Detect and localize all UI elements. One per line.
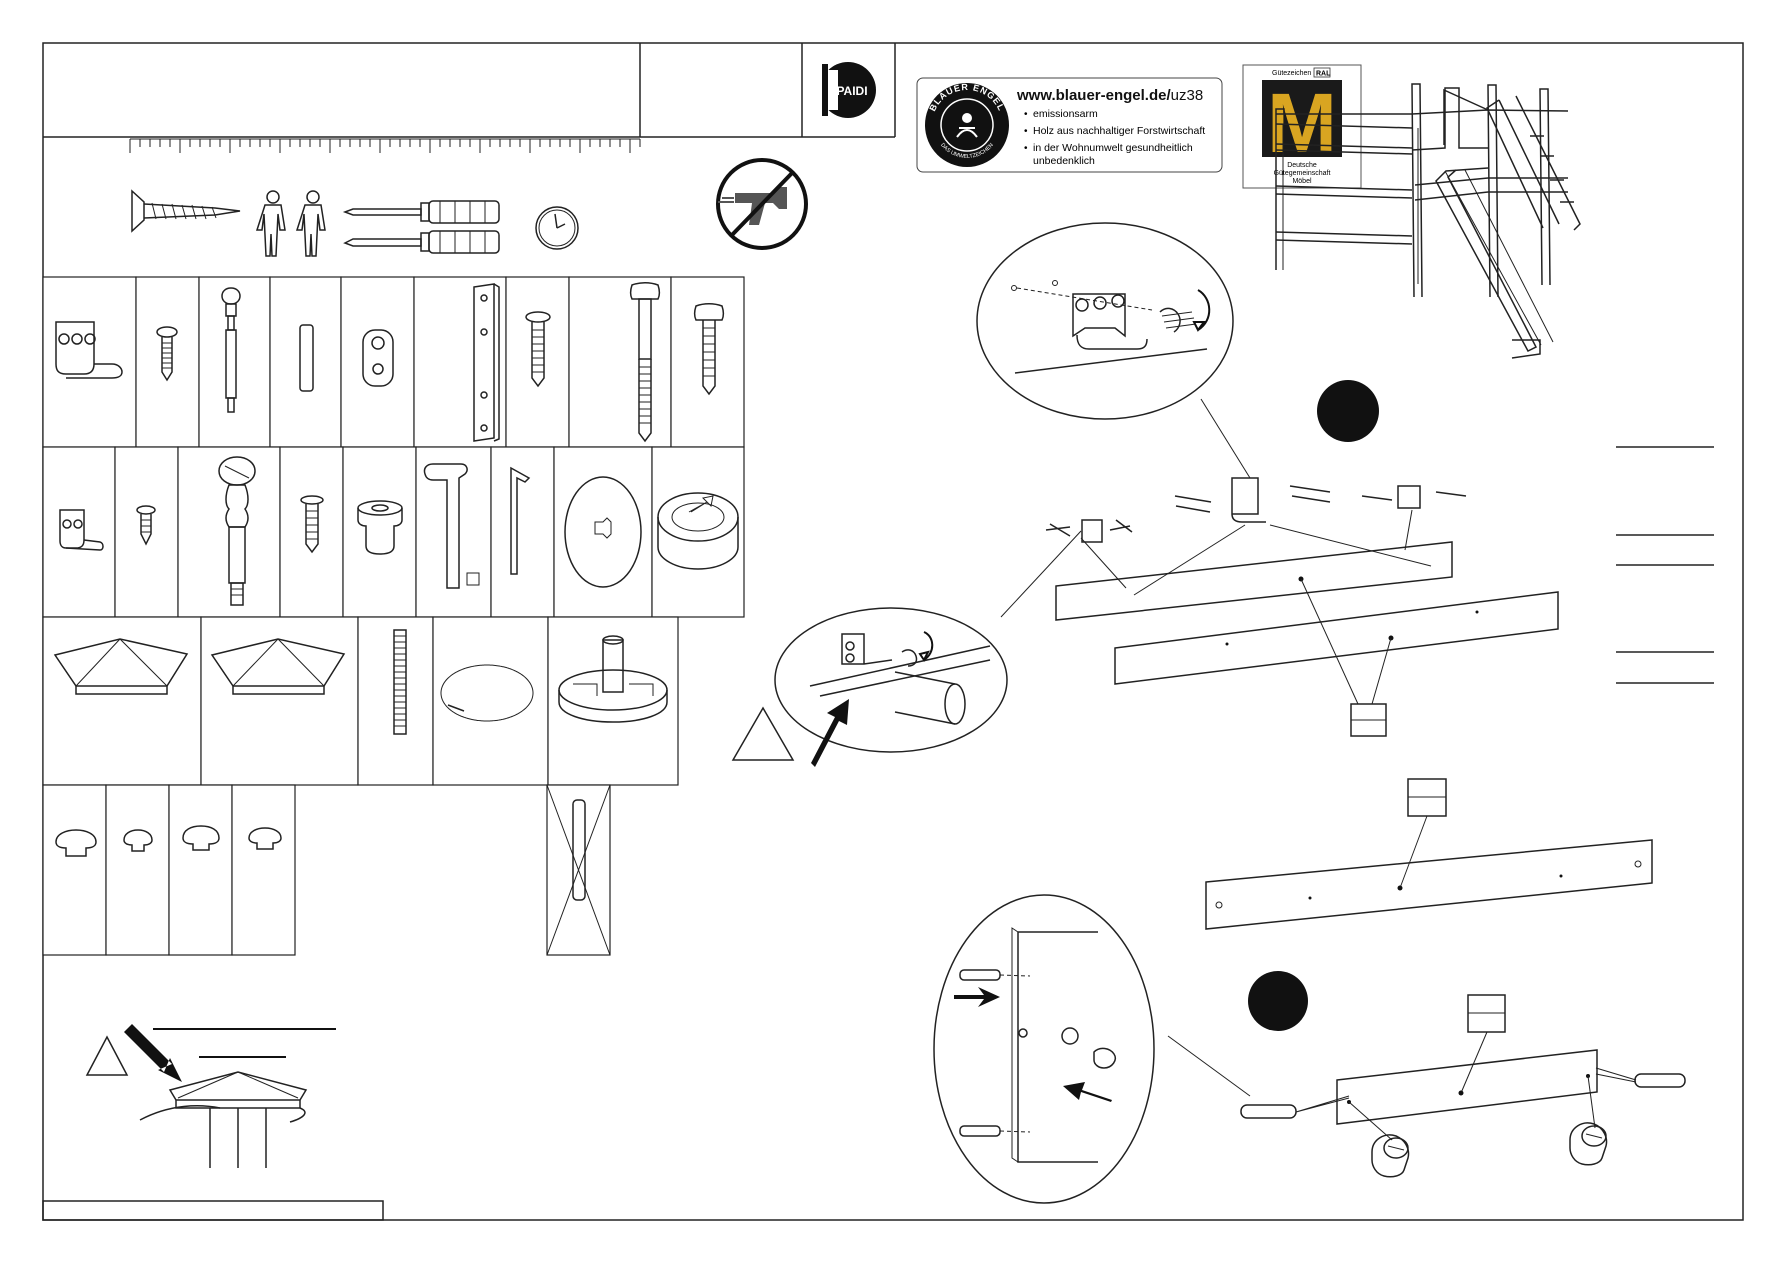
threaded-insert-part	[357, 500, 403, 555]
round-head-screw-part	[693, 303, 725, 396]
wire-loop-part	[440, 664, 534, 722]
pyramid-cap-part-2	[210, 638, 346, 695]
long-bolt-part	[629, 282, 661, 443]
board-1	[1055, 541, 1453, 621]
cam-bolt-part	[221, 287, 241, 413]
board-3	[1205, 839, 1653, 930]
cam-connector-part	[657, 492, 739, 570]
plug-part-3	[182, 825, 220, 851]
board-4	[1336, 1049, 1598, 1125]
parts-grid	[42, 276, 745, 956]
ral-top-left: Gütezeichen	[1272, 70, 1311, 77]
cam-lock-right	[1569, 1122, 1608, 1166]
loft-bed-with-slide-illustration	[1275, 83, 1581, 359]
detail-bracket-rail	[774, 607, 1008, 753]
flat-screwdriver-icon	[343, 230, 500, 254]
arrow-icon	[811, 699, 849, 767]
brackets-and-screws-row	[1045, 477, 1467, 543]
step-marker-1	[1317, 380, 1379, 442]
warning-triangle-icon	[731, 706, 795, 761]
eco-url: www.blauer-engel.de/	[1016, 87, 1171, 104]
two-persons-icon	[255, 190, 326, 257]
connector-plate-part	[473, 283, 500, 442]
large-allen-key-part	[423, 463, 480, 589]
clock-icon	[535, 206, 579, 250]
plug-part-1	[55, 829, 97, 857]
round-cover-disc-part	[564, 476, 642, 588]
bracket-part	[55, 321, 123, 379]
detail-bracket-screw-top	[976, 222, 1234, 420]
phillips-screwdriver-icon	[342, 200, 500, 224]
ruler	[129, 138, 641, 153]
small-allen-key-part	[510, 466, 531, 575]
logo-text: PAIDI	[836, 84, 867, 98]
eco-url-code: uz38	[1171, 87, 1204, 104]
right-margin-lines	[1616, 446, 1714, 684]
dowel-left	[1240, 1104, 1297, 1119]
crossed-out-pin-part	[546, 784, 611, 956]
blauer-engel-label: BLAUER ENGEL DAS UMWELTZEICHEN www.blaue…	[916, 77, 1223, 173]
dowel-right	[1634, 1073, 1686, 1088]
dowel-part	[299, 324, 314, 392]
title-block	[43, 43, 896, 138]
plug-part-2	[123, 829, 153, 852]
eco-bullet-1: emissionsarm	[1033, 108, 1098, 120]
ral-top-right: RAL	[1316, 71, 1331, 78]
blauer-engel-seal-icon	[925, 83, 1009, 167]
pyramid-cap-part-1	[53, 638, 189, 695]
ral-letter: M	[1267, 76, 1337, 170]
screw-part-2	[525, 311, 551, 388]
svg-text:•: •	[1024, 126, 1028, 137]
threaded-rod-part	[393, 629, 407, 735]
svg-text:•: •	[1024, 109, 1028, 120]
ral-line-1: Deutsche	[1287, 162, 1317, 169]
no-power-drill-icon	[716, 158, 808, 250]
ral-line-3: Möbel	[1292, 178, 1312, 185]
wood-screw-part	[136, 505, 156, 546]
countersunk-screw-part	[300, 495, 324, 554]
short-screw-part	[156, 326, 178, 382]
cam-lock-left	[1371, 1134, 1410, 1178]
paidi-logo: PAIDI	[818, 62, 876, 118]
arrow-icon	[124, 1024, 182, 1082]
svg-text:www.blauer-engel.de/uz38: www.blauer-engel.de/uz38	[1016, 87, 1203, 104]
small-bracket-part	[59, 509, 104, 551]
warning-triangle-icon	[85, 1035, 129, 1076]
long-cam-bolt-part	[218, 456, 256, 606]
ral-line-2: Gütegemeinschaft	[1274, 170, 1331, 177]
furniture-glide-part	[558, 635, 668, 723]
eco-bullet-2: Holz aus nachhaltiger Forstwirtschaft	[1033, 125, 1205, 137]
detail-board-end-dowels	[933, 894, 1155, 1204]
plug-part-4	[248, 827, 282, 850]
eco-bullet-3: in der Wohnumwelt gesundheitlich	[1033, 142, 1193, 154]
screw-icon	[131, 189, 241, 233]
cam-lock-part	[362, 329, 394, 387]
cap-mounting-detail	[85, 1024, 336, 1168]
svg-text:•: •	[1024, 143, 1028, 154]
step-marker-2	[1248, 971, 1308, 1031]
footer-box	[42, 1200, 384, 1221]
eco-bullet-4: unbedenklich	[1033, 155, 1095, 167]
